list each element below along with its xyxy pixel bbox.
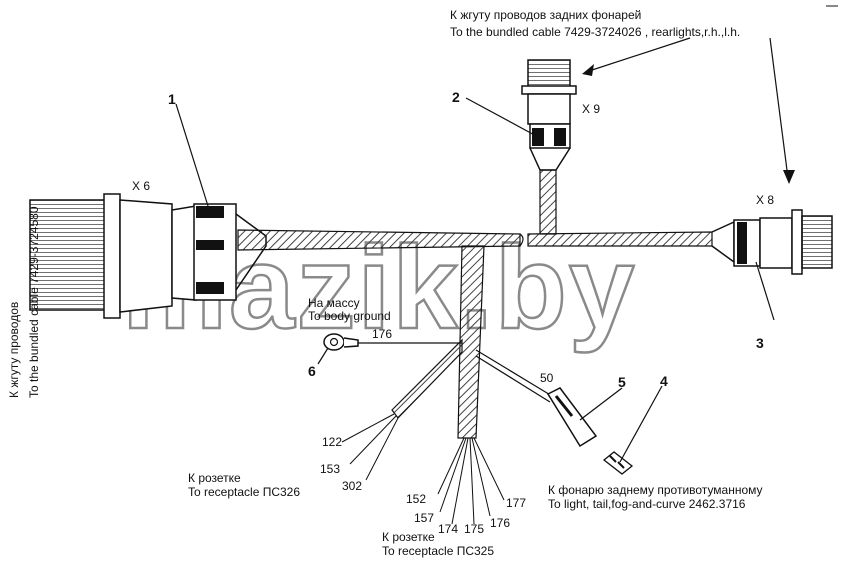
rear-lights-en: To the bundled cable 7429-3724026 , rear… bbox=[450, 25, 740, 39]
left-cable-en: To the bundled cable 7429-3724580 bbox=[27, 206, 41, 398]
wire-174: 174 bbox=[438, 522, 458, 536]
left-fanout bbox=[341, 413, 399, 481]
foglight-wire bbox=[475, 349, 634, 475]
receptacle325-ru: К розетке bbox=[382, 530, 435, 544]
wire-50: 50 bbox=[540, 371, 554, 385]
callout-4: 4 bbox=[660, 373, 668, 389]
foglight-ru: К фонарю заднему противотуманному bbox=[548, 483, 763, 497]
callout-6: 6 bbox=[308, 363, 316, 379]
left-cable-ru: К жгуту проводов bbox=[7, 302, 21, 398]
wire-122: 122 bbox=[322, 435, 342, 449]
ground-lug bbox=[323, 333, 462, 351]
callout-1: 1 bbox=[168, 91, 176, 107]
main-harness bbox=[237, 229, 713, 251]
receptacle326-en: To receptacle ПС326 bbox=[188, 485, 300, 499]
foglight-en: To light, tail,fog-and-curve 2462.3716 bbox=[548, 497, 746, 511]
vertical-branch bbox=[457, 245, 485, 439]
receptacle325-en: To receptacle ПС325 bbox=[382, 544, 494, 558]
wire-157: 157 bbox=[414, 511, 434, 525]
wire-175: 175 bbox=[464, 522, 484, 536]
ground-ru: На массу bbox=[308, 296, 360, 310]
connector-x8 bbox=[711, 209, 833, 275]
leader-lines bbox=[175, 37, 789, 463]
connector-x6-label: X 6 bbox=[132, 179, 150, 193]
callout-5: 5 bbox=[618, 374, 626, 390]
connector-x6 bbox=[29, 193, 267, 319]
wire-177: 177 bbox=[506, 496, 526, 510]
callout-3: 3 bbox=[756, 335, 764, 351]
connector-x9-label: X 9 bbox=[582, 102, 600, 116]
wire-176-ground: 176 bbox=[372, 327, 392, 341]
wire-152: 152 bbox=[406, 492, 426, 506]
wire-302: 302 bbox=[342, 479, 362, 493]
rear-lights-ru: К жгуту проводов задних фонарей bbox=[450, 8, 641, 22]
bottom-fanout bbox=[437, 437, 505, 525]
callout-2: 2 bbox=[452, 89, 460, 105]
connector-x9 bbox=[521, 59, 577, 171]
receptacle326-ru: К розетке bbox=[188, 471, 241, 485]
ground-en: To body ground bbox=[308, 309, 391, 323]
wire-176: 176 bbox=[490, 516, 510, 530]
wire-153: 153 bbox=[320, 462, 340, 476]
arrowheads bbox=[582, 64, 795, 184]
connector-x8-label: X 8 bbox=[756, 193, 774, 207]
x9-branch bbox=[539, 169, 557, 235]
